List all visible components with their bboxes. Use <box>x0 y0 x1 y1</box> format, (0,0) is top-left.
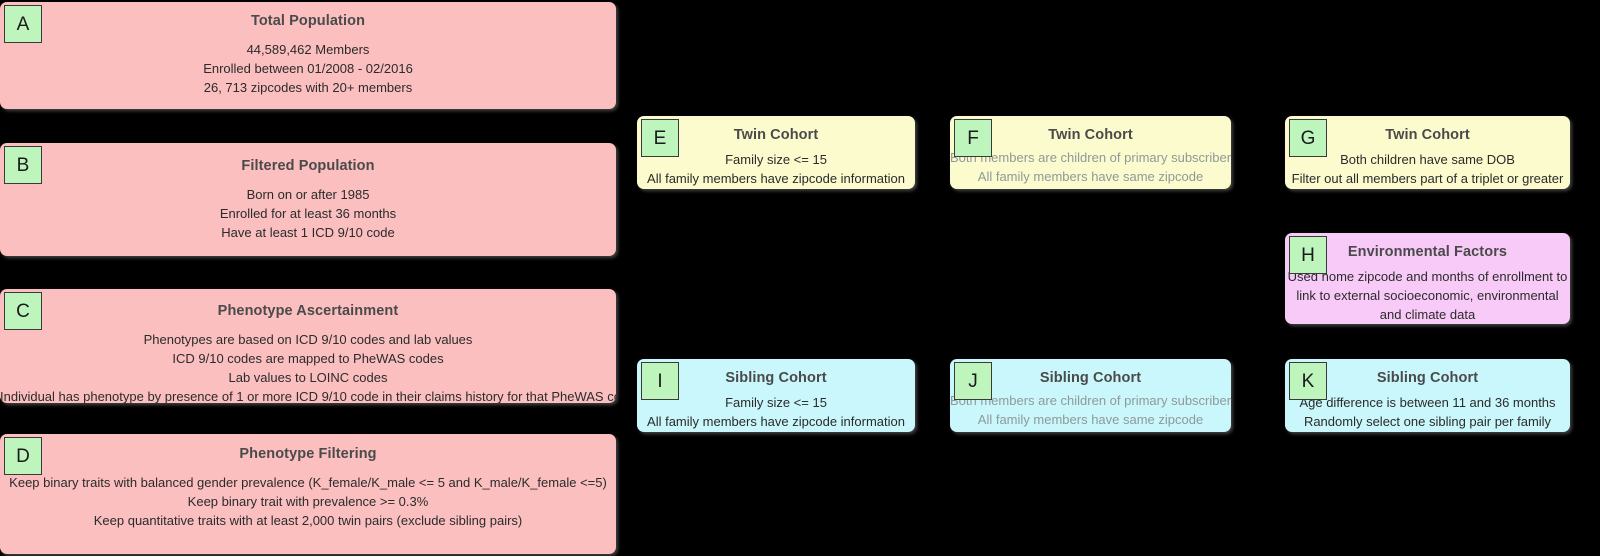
flow-box-i-body: Family size <= 15 All family members have… <box>637 394 915 432</box>
flow-box-g[interactable]: G Twin Cohort Both children have same DO… <box>1285 116 1570 189</box>
badge-k: K <box>1289 362 1327 400</box>
flow-box-h[interactable]: H Environmental Factors Used home zipcod… <box>1285 233 1570 324</box>
flow-box-d-title: Phenotype Filtering <box>239 446 377 462</box>
flow-box-line: All family members have zipcode informat… <box>647 413 905 429</box>
flow-box-c-title: Phenotype Ascertainment <box>217 303 399 319</box>
flow-box-f-body: Both members are children of primary sub… <box>950 149 1231 187</box>
flow-box-line: Born on or after 1985 <box>246 187 370 202</box>
flow-box-line: Used home zipcode and months of enrollme… <box>1287 269 1568 322</box>
flow-box-g-body: Both children have same DOB Filter out al… <box>1285 151 1570 189</box>
flow-box-line: Phenotypes are based on ICD 9/10 codes a… <box>143 332 473 347</box>
flow-box-d-body: Keep binary traits with balanced gender … <box>0 474 616 531</box>
flow-box-line: All family members have same zipcode <box>977 168 1204 184</box>
badge-a: A <box>4 5 42 43</box>
flow-box-line: Keep quantitative traits with at least 2… <box>93 512 523 528</box>
flow-box-b-title: Filtered Population <box>241 158 375 174</box>
flow-box-e-title: Twin Cohort <box>733 127 819 143</box>
flow-box-line: Keep binary traits with balanced gender … <box>9 475 607 490</box>
flow-box-line: All family members have zipcode informat… <box>647 170 905 186</box>
flow-box-i[interactable]: I Sibling Cohort Family size <= 15 All fa… <box>637 359 915 432</box>
flow-box-k-title: Sibling Cohort <box>1376 370 1479 386</box>
badge-j: J <box>954 362 992 400</box>
flow-box-d[interactable]: D Phenotype Filtering Keep binary traits… <box>0 434 616 554</box>
badge-h: H <box>1289 236 1327 274</box>
badge-f: F <box>954 119 992 157</box>
flow-box-line: Enrolled between 01/2008 - 02/2016 <box>203 60 413 76</box>
flow-box-i-title: Sibling Cohort <box>725 370 827 386</box>
flow-box-line: Filter out all members part of a triplet… <box>1291 170 1564 186</box>
badge-g: G <box>1289 119 1327 157</box>
flow-box-j-title: Sibling Cohort <box>1039 370 1142 386</box>
flow-box-c[interactable]: C Phenotype Ascertainment Phenotypes are… <box>0 289 616 403</box>
flow-box-line: Randomly select one sibling pair per fam… <box>1303 413 1552 429</box>
flow-box-j[interactable]: J Sibling Cohort Both members are childr… <box>950 359 1231 432</box>
flow-box-j-body: Both members are children of primary sub… <box>950 392 1231 430</box>
flow-box-k[interactable]: K Sibling Cohort Age difference is betwe… <box>1285 359 1570 432</box>
flow-box-g-title: Twin Cohort <box>1385 127 1470 143</box>
flow-box-f[interactable]: F Twin Cohort Both members are children … <box>950 116 1231 189</box>
flow-box-line: Lab values to LOINC codes <box>228 369 388 385</box>
flow-box-line: 44,589,462 Members <box>246 42 370 57</box>
flow-box-b[interactable]: B Filtered Population Born on or after 1… <box>0 143 616 256</box>
flow-box-line: ICD 9/10 codes are mapped to PheWAS code… <box>172 350 444 366</box>
badge-i: I <box>641 362 679 400</box>
flow-box-e-body: Family size <= 15 All family members have… <box>637 151 915 189</box>
flow-box-line: Family size <= 15 <box>725 395 827 410</box>
flow-box-line: All family members have same zipcode <box>977 411 1204 427</box>
flow-box-c-body: Phenotypes are based on ICD 9/10 codes a… <box>0 331 616 403</box>
flow-box-line: Both members are children of primary sub… <box>950 150 1231 165</box>
badge-d: D <box>4 437 42 475</box>
badge-c: C <box>4 292 42 330</box>
flow-box-line: Enrolled for at least 36 months <box>219 205 397 221</box>
badge-e: E <box>641 119 679 157</box>
flow-box-line: Age difference is between 11 and 36 mont… <box>1299 395 1556 410</box>
flow-box-line: Both children have same DOB <box>1340 152 1515 167</box>
flow-box-e[interactable]: E Twin Cohort Family size <= 15 All famil… <box>637 116 915 189</box>
flow-box-h-title: Environmental Factors <box>1347 244 1508 260</box>
flow-box-a-title: Total Population <box>250 13 366 29</box>
flow-box-line: Keep binary trait with prevalence >= 0.3… <box>187 493 429 509</box>
flow-box-k-body: Age difference is between 11 and 36 mont… <box>1285 394 1570 432</box>
flow-box-line: Both members are children of primary sub… <box>950 393 1231 408</box>
flow-box-f-title: Twin Cohort <box>1048 127 1133 143</box>
flow-box-line: Individual has phenotype by presence of … <box>0 388 616 403</box>
flow-box-line: 26, 713 zipcodes with 20+ members <box>203 79 413 95</box>
flow-box-h-body: Used home zipcode and months of enrollme… <box>1285 268 1570 324</box>
flow-box-line: Have at least 1 ICD 9/10 code <box>221 224 395 240</box>
flow-box-line: Family size <= 15 <box>725 152 827 167</box>
badge-b: B <box>4 146 42 184</box>
